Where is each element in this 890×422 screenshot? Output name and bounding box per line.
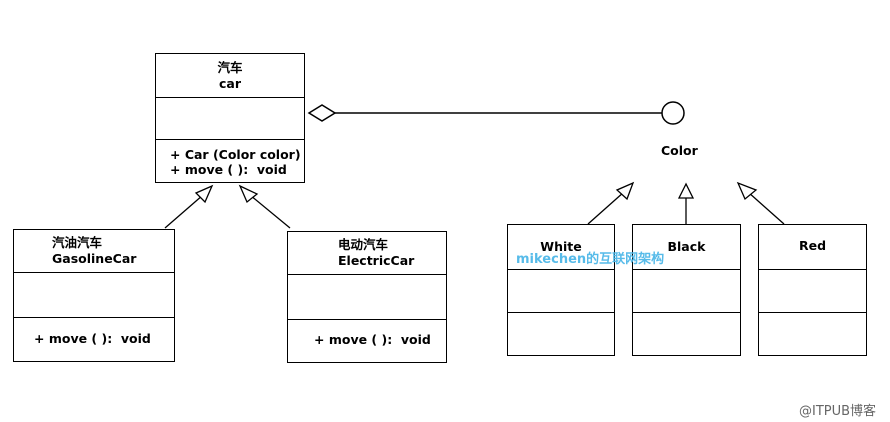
realize-arrow-red (736, 181, 758, 201)
footer-credit: @ITPUB博客 (799, 404, 877, 419)
class-car-cn: 汽车 (217, 60, 243, 75)
realize-line-red (747, 191, 785, 225)
class-gasoline-attributes (14, 273, 174, 318)
class-electric-en: ElectricCar (338, 253, 415, 268)
class-car-methods: + Car (Color color) + move ( ): void (156, 140, 304, 177)
class-white: White (507, 224, 615, 356)
class-electric-attributes (288, 275, 446, 320)
class-red-label: Red (798, 238, 827, 253)
class-electric-method-move: + move ( ): void (314, 332, 431, 347)
realize-arrow-black (677, 182, 695, 199)
class-gasoline-methods: + move ( ): void (14, 318, 174, 346)
class-red-name: Red (759, 225, 866, 270)
class-electric-name: 电动汽车 ElectricCar (288, 232, 446, 275)
color-interface-label: Color (661, 143, 698, 158)
class-gasoline-name: 汽油汽车 GasolineCar (14, 230, 174, 273)
class-electric-cn: 电动汽车 (338, 237, 389, 252)
realize-arrow-white (615, 181, 635, 201)
class-red: Red (758, 224, 867, 356)
class-black: Black (632, 224, 741, 356)
class-white-label: White (540, 239, 582, 254)
class-red-attributes (759, 270, 866, 313)
inherit-line-gasoline (164, 194, 204, 229)
class-gasoline-car: 汽油汽车 GasolineCar + move ( ): void (13, 229, 175, 362)
inherit-arrow-electric (238, 184, 259, 204)
class-white-name: White (508, 225, 614, 270)
inherit-arrow-gasoline (194, 184, 214, 204)
class-car-attributes (156, 98, 304, 140)
watermark: mikechen的互联网架构 (516, 252, 665, 267)
class-car-en: car (218, 76, 241, 91)
class-black-attributes (633, 270, 740, 313)
inherit-line-electric (249, 194, 291, 229)
class-car-method-move: + move ( ): void (170, 162, 287, 177)
class-gasoline-cn: 汽油汽车 (52, 235, 103, 250)
class-car-method-constructor: + Car (Color color) (170, 147, 301, 162)
realize-line-white (587, 191, 625, 225)
class-white-attributes (508, 270, 614, 313)
color-interface-circle (661, 101, 685, 125)
class-electric-car: 电动汽车 ElectricCar + move ( ): void (287, 231, 447, 363)
class-electric-methods: + move ( ): void (288, 320, 446, 347)
class-black-name: Black (633, 225, 740, 270)
class-car-name: 汽车 car (156, 54, 304, 98)
class-black-label: Black (667, 239, 706, 254)
class-gasoline-en: GasolineCar (52, 251, 137, 266)
aggregation-diamond (307, 104, 337, 122)
class-gasoline-method-move: + move ( ): void (34, 331, 151, 346)
class-car: 汽车 car + Car (Color color) + move ( ): v… (155, 53, 305, 183)
